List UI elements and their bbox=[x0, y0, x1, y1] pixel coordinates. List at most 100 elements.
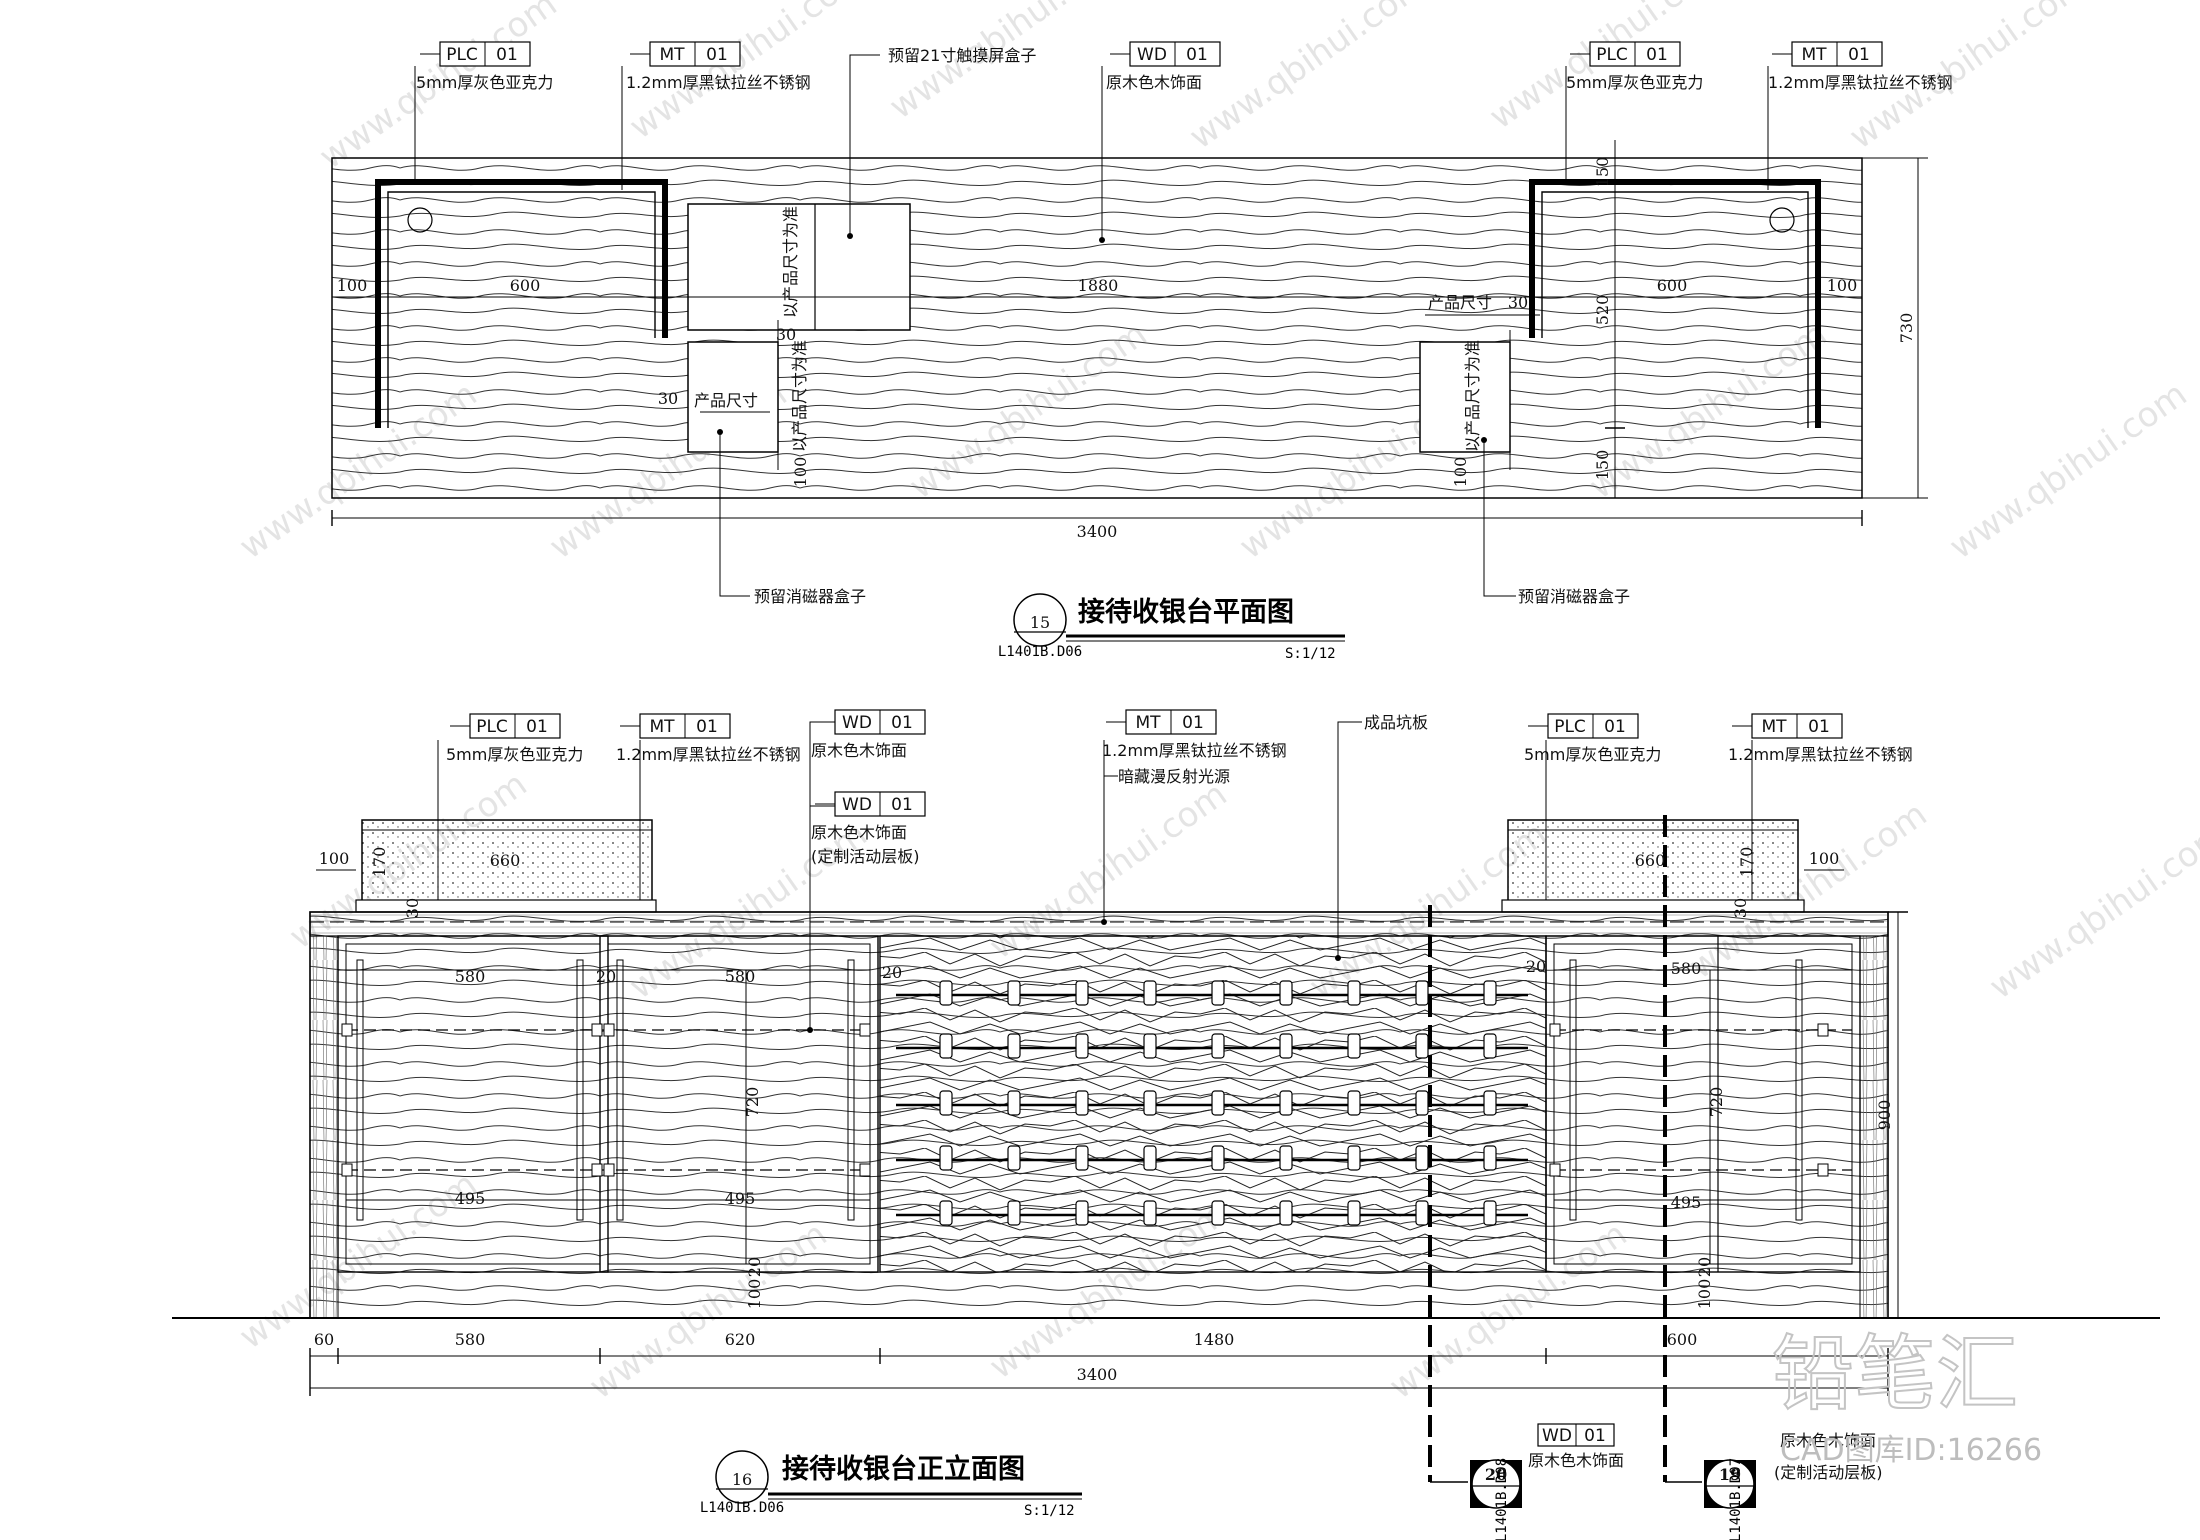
section-20-ref: L1401B.D08 bbox=[1494, 1458, 1510, 1540]
material-tag-code: WD bbox=[1137, 45, 1167, 65]
peg-hook bbox=[1007, 980, 1021, 1006]
peg-hook bbox=[1075, 1200, 1089, 1226]
peg-hook bbox=[1415, 1200, 1429, 1226]
material-tag-num: 01 bbox=[496, 45, 518, 65]
dim-plan-520: 520 bbox=[1593, 295, 1612, 326]
note-degauss-left: 预留消磁器盒子 bbox=[754, 587, 866, 606]
brand-stamp: 铅笔汇 CAD图库ID:16266 bbox=[1771, 1326, 2042, 1468]
dim-elev-20-b: 20 bbox=[882, 963, 902, 982]
note-actual-size-2: 以产品尺寸为准 bbox=[790, 340, 809, 452]
material-tag-note: 1.2mm厚黑钛拉丝不锈钢 bbox=[626, 73, 811, 92]
peg-hook bbox=[1483, 1145, 1497, 1171]
material-tag-code: PLC bbox=[1554, 717, 1586, 737]
note-actual-size-3: 以产品尺寸为准 bbox=[1463, 340, 1482, 452]
dim-elev-3400: 3400 bbox=[1077, 1365, 1118, 1384]
peg-hook bbox=[1211, 1090, 1225, 1116]
peg-hook bbox=[1415, 1033, 1429, 1059]
peg-hook bbox=[1075, 980, 1089, 1006]
dim-elev-660-left: 660 bbox=[490, 851, 521, 870]
section-20-number: 20 bbox=[1485, 1465, 1507, 1484]
section-20-tag-num: 01 bbox=[1584, 1426, 1606, 1446]
elev-display-box-left bbox=[361, 819, 653, 903]
peg-hook bbox=[1415, 980, 1429, 1006]
peg-hook bbox=[1279, 1145, 1293, 1171]
dim-plan-600-left: 600 bbox=[510, 276, 541, 295]
peg-hook bbox=[1143, 1200, 1157, 1226]
plan-left-frame-inner bbox=[387, 191, 656, 428]
material-tag-num: 01 bbox=[696, 717, 718, 737]
note-hidden-light: 暗藏漫反射光源 bbox=[1118, 767, 1230, 786]
dim-elev-580-a: 580 bbox=[455, 967, 486, 986]
plan-degauss-box-right bbox=[1419, 341, 1511, 453]
watermark-text: www.qbihui.com bbox=[1482, 0, 1734, 137]
peg-hook bbox=[1279, 980, 1293, 1006]
section-19-ref: L1401B.D07 bbox=[1728, 1458, 1744, 1540]
peg-hook bbox=[1211, 1033, 1225, 1059]
peg-hook bbox=[1143, 1145, 1157, 1171]
material-tag-num: 01 bbox=[891, 713, 913, 733]
material-tag-note: 原木色木饰面 bbox=[811, 741, 907, 760]
dim-elev-580-b: 580 bbox=[725, 967, 756, 986]
plan-right-frame bbox=[1529, 179, 1821, 428]
peg-hook bbox=[1483, 1033, 1497, 1059]
dim-elev-580-c: 580 bbox=[1671, 959, 1702, 978]
dim-elev-900: 900 bbox=[1875, 1100, 1894, 1131]
peg-hook bbox=[939, 1033, 953, 1059]
plan-counter-top bbox=[331, 157, 1863, 499]
plan-right-frame-inner bbox=[1541, 191, 1809, 428]
peg-hook bbox=[1007, 1033, 1021, 1059]
plan-ref: L1401B.D06 bbox=[998, 644, 1082, 660]
dim-elev-495-a: 495 bbox=[455, 1189, 486, 1208]
elevation-view: 100 660 170 30 660 170 100 30 580 20 580… bbox=[172, 709, 2160, 1540]
material-tag-note: 5mm厚灰色亚克力 bbox=[1524, 745, 1661, 764]
elev-scale: S:1/12 bbox=[1024, 1503, 1075, 1519]
material-tag-code: PLC bbox=[476, 717, 508, 737]
peg-hook bbox=[1211, 1145, 1225, 1171]
peg-hook bbox=[939, 1200, 953, 1226]
dim-plan-30-b: 30 bbox=[658, 389, 678, 408]
material-tag-note: 1.2mm厚黑钛拉丝不锈钢 bbox=[1728, 745, 1913, 764]
dim-plan-100-box-right: 100 bbox=[1451, 457, 1470, 488]
plan-left-frame bbox=[375, 179, 668, 428]
peg-hook bbox=[1347, 980, 1361, 1006]
elev-ref: L1401B.D06 bbox=[700, 1500, 784, 1516]
plan-number: 15 bbox=[1030, 613, 1050, 632]
watermark-text: www.qbihui.com bbox=[1982, 814, 2200, 1007]
peg-hook bbox=[1347, 1090, 1361, 1116]
material-tag-num: 01 bbox=[526, 717, 548, 737]
peg-hook bbox=[1007, 1200, 1021, 1226]
elev-number: 16 bbox=[732, 1470, 752, 1489]
material-tag-code: MT bbox=[659, 45, 685, 65]
plan-title: 接待收银台平面图 bbox=[1078, 596, 1294, 628]
peg-hook bbox=[1347, 1033, 1361, 1059]
plan-left-hole bbox=[407, 207, 433, 233]
elev-display-box-right bbox=[1507, 819, 1799, 903]
section-marker-19: 19 L1401B.D07 bbox=[1704, 1458, 1756, 1540]
material-tag-code: MT bbox=[649, 717, 675, 737]
dim-elev-20-c: 20 bbox=[1526, 957, 1546, 976]
plan-degauss-box-left bbox=[687, 341, 779, 453]
plan-view: 100 600 1880 600 100 3400 730 150 520 15… bbox=[331, 41, 1953, 662]
dim-plan-3400: 3400 bbox=[1077, 522, 1118, 541]
note-degauss-right: 预留消磁器盒子 bbox=[1518, 587, 1630, 606]
section-20-note: 原木色木饰面 bbox=[1528, 1451, 1624, 1470]
section-19-note2: (定制活动层板) bbox=[1774, 1463, 1883, 1482]
material-tag-note: 原木色木饰面 bbox=[811, 823, 907, 842]
section-marker-20: 20 L1401B.D08 bbox=[1470, 1458, 1522, 1540]
note-pegboard: 成品坑板 bbox=[1364, 713, 1428, 732]
peg-hook bbox=[1483, 1200, 1497, 1226]
elev-top-slab bbox=[309, 911, 1889, 937]
dim-elev-170-left: 170 bbox=[370, 847, 389, 878]
dim-plan-1880: 1880 bbox=[1078, 276, 1119, 295]
peg-hook bbox=[1143, 1090, 1157, 1116]
elev-peg-hooks bbox=[896, 980, 1528, 1226]
